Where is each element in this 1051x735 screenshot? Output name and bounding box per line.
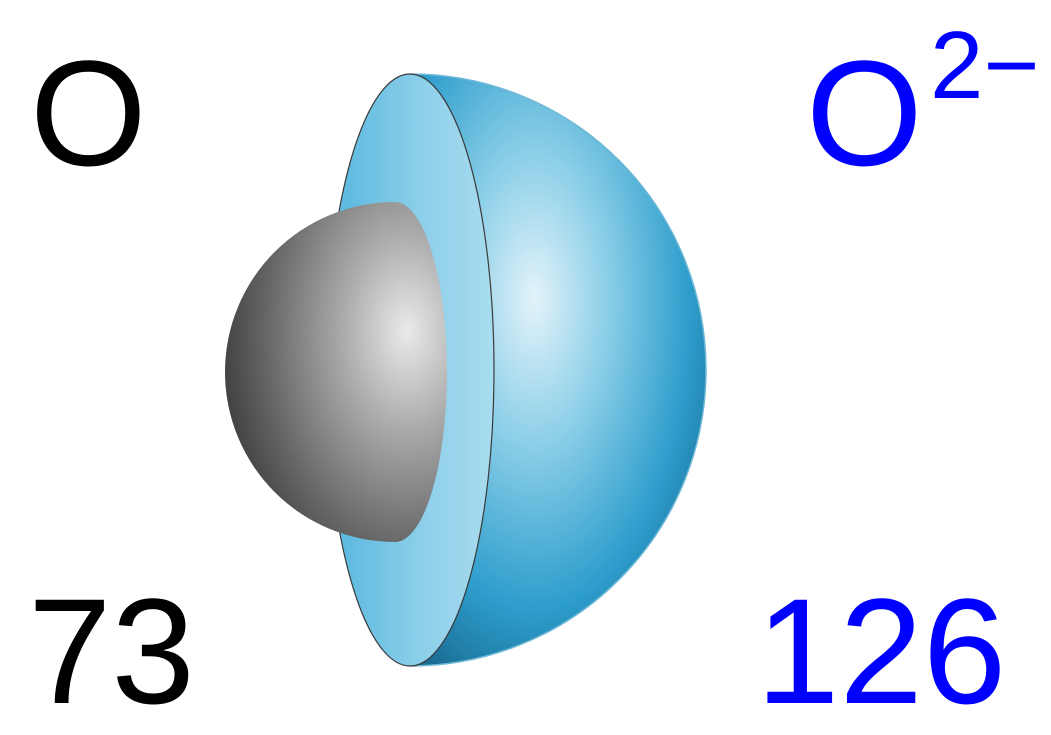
ion-charge: 2− (930, 12, 1040, 119)
inner-hemisphere (225, 202, 447, 542)
neutral-atom-radius: 73 (28, 567, 195, 735)
inner-sphere (225, 202, 447, 542)
outer-hemisphere-rim (409, 73, 707, 667)
ion-radius: 126 (756, 567, 1007, 735)
ion-symbol: O (806, 29, 923, 197)
outer-hemisphere (410, 74, 706, 666)
neutral-atom-symbol: O (30, 29, 147, 197)
